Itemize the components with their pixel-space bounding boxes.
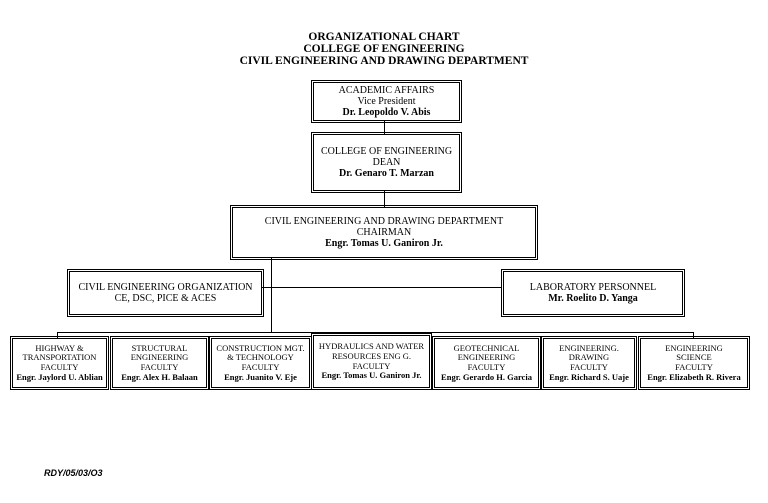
dean-position: DEAN: [372, 157, 401, 168]
connector-dean-chairman: [384, 191, 385, 207]
connector-faculty-bar: [57, 332, 694, 333]
chart-title-line-1: ORGANIZATIONAL CHART: [308, 31, 460, 43]
faculty-line: HIGHWAY &: [35, 342, 84, 353]
faculty-head-name: Engr. Richard S. Uaje: [549, 371, 629, 382]
faculty-line: ENGINEERING: [130, 352, 189, 363]
faculty-line: FACULTY: [241, 362, 280, 372]
laboratory-name: Mr. Roelito D. Yanga: [548, 293, 638, 304]
faculty-head-name: Engr. Alex H. Balaan: [121, 371, 198, 382]
faculty-head-name: Engr. Juanito V. Eje: [224, 371, 297, 382]
faculty-line: RESOURCES ENG G.: [331, 350, 412, 361]
faculty-line: HYDRAULICS AND WATER: [318, 341, 425, 352]
faculty-line: ENGINEERING: [457, 352, 516, 363]
dean-name: Dr. Genaro T. Marzan: [339, 168, 434, 179]
academic-affairs-box: ACADEMIC AFFAIRS Vice President Dr. Leop…: [311, 80, 462, 123]
faculty-line: FACULTY: [352, 360, 391, 371]
chairman-unit: CIVIL ENGINEERING AND DRAWING DEPARTMENT: [264, 216, 504, 227]
faculty-line: ENGINEERING.: [559, 342, 619, 353]
faculty-line: FACULTY: [140, 362, 179, 372]
chairman-box: CIVIL ENGINEERING AND DRAWING DEPARTMENT…: [230, 205, 538, 260]
faculty-box-drawing: ENGINEERING. DRAWING FACULTY Engr. Richa…: [541, 336, 637, 390]
organization-box: CIVIL ENGINEERING ORGANIZATION CE, DSC, …: [67, 269, 264, 317]
faculty-box-construction: CONSTRUCTION MGT. & TECHNOLOGY FACULTY E…: [209, 336, 312, 390]
faculty-head-name: Engr. Elizabeth R. Rivera: [647, 371, 741, 382]
faculty-head-name: Engr. Jaylord U. Ablian: [16, 371, 103, 382]
faculty-line: & TECHNOLOGY: [227, 352, 294, 363]
faculty-line: GEOTECHNICAL: [453, 342, 520, 353]
faculty-head-name: Engr. Gerardo H. Garcia: [441, 371, 532, 382]
faculty-line: FACULTY: [467, 362, 506, 372]
chairman-name: Engr. Tomas U. Ganiron Jr.: [325, 238, 443, 249]
faculty-line: FACULTY: [570, 362, 608, 372]
document-code: RDY/05/03/O3: [44, 468, 103, 478]
faculty-line: CONSTRUCTION MGT.: [216, 342, 305, 353]
academic-affairs-name: Dr. Leopoldo V. Abis: [342, 107, 431, 118]
organization-line-1: CIVIL ENGINEERING ORGANIZATION: [78, 282, 253, 293]
faculty-line: FACULTY: [675, 362, 713, 372]
connector-side-bar: [262, 287, 502, 288]
faculty-line: ENGINEERING: [665, 342, 723, 353]
dean-unit: COLLEGE OF ENGINEERING: [320, 146, 453, 157]
faculty-box-hydraulics: HYDRAULICS AND WATER RESOURCES ENG G. FA…: [311, 333, 432, 390]
chart-title-line-2: COLLEGE OF ENGINEERING: [303, 43, 465, 55]
chart-title-line-3: CIVIL ENGINEERING AND DRAWING DEPARTMENT: [239, 55, 529, 67]
faculty-line: DRAWING: [568, 352, 610, 363]
faculty-box-geotechnical: GEOTECHNICAL ENGINEERING FACULTY Engr. G…: [432, 336, 541, 390]
faculty-box-structural: STRUCTURAL ENGINEERING FACULTY Engr. Ale…: [110, 336, 209, 390]
dean-box: COLLEGE OF ENGINEERING DEAN Dr. Genaro T…: [311, 132, 462, 193]
faculty-line: TRANSPORTATION: [22, 352, 97, 363]
faculty-line: SCIENCE: [676, 352, 712, 363]
faculty-line: FACULTY: [40, 362, 79, 372]
academic-affairs-unit: ACADEMIC AFFAIRS: [338, 85, 435, 96]
chairman-position: CHAIRMAN: [356, 227, 412, 238]
connector-faculty-drop-1: [57, 332, 58, 338]
laboratory-unit: LABORATORY PERSONNEL: [529, 282, 657, 293]
organization-line-2: CE, DSC, PICE & ACES: [114, 293, 217, 304]
faculty-box-science: ENGINEERING SCIENCE FACULTY Engr. Elizab…: [638, 336, 750, 390]
connector-vp-dean: [384, 121, 385, 134]
faculty-box-highway: HIGHWAY & TRANSPORTATION FACULTY Engr. J…: [10, 336, 109, 390]
academic-affairs-position: Vice President: [357, 96, 416, 107]
faculty-head-name: Engr. Tomas U. Ganiron Jr.: [321, 370, 422, 381]
connector-faculty-drop-7: [693, 332, 694, 338]
faculty-line: STRUCTURAL: [131, 342, 188, 353]
laboratory-personnel-box: LABORATORY PERSONNEL Mr. Roelito D. Yang…: [501, 269, 685, 317]
connector-chairman-faculties: [271, 258, 272, 332]
